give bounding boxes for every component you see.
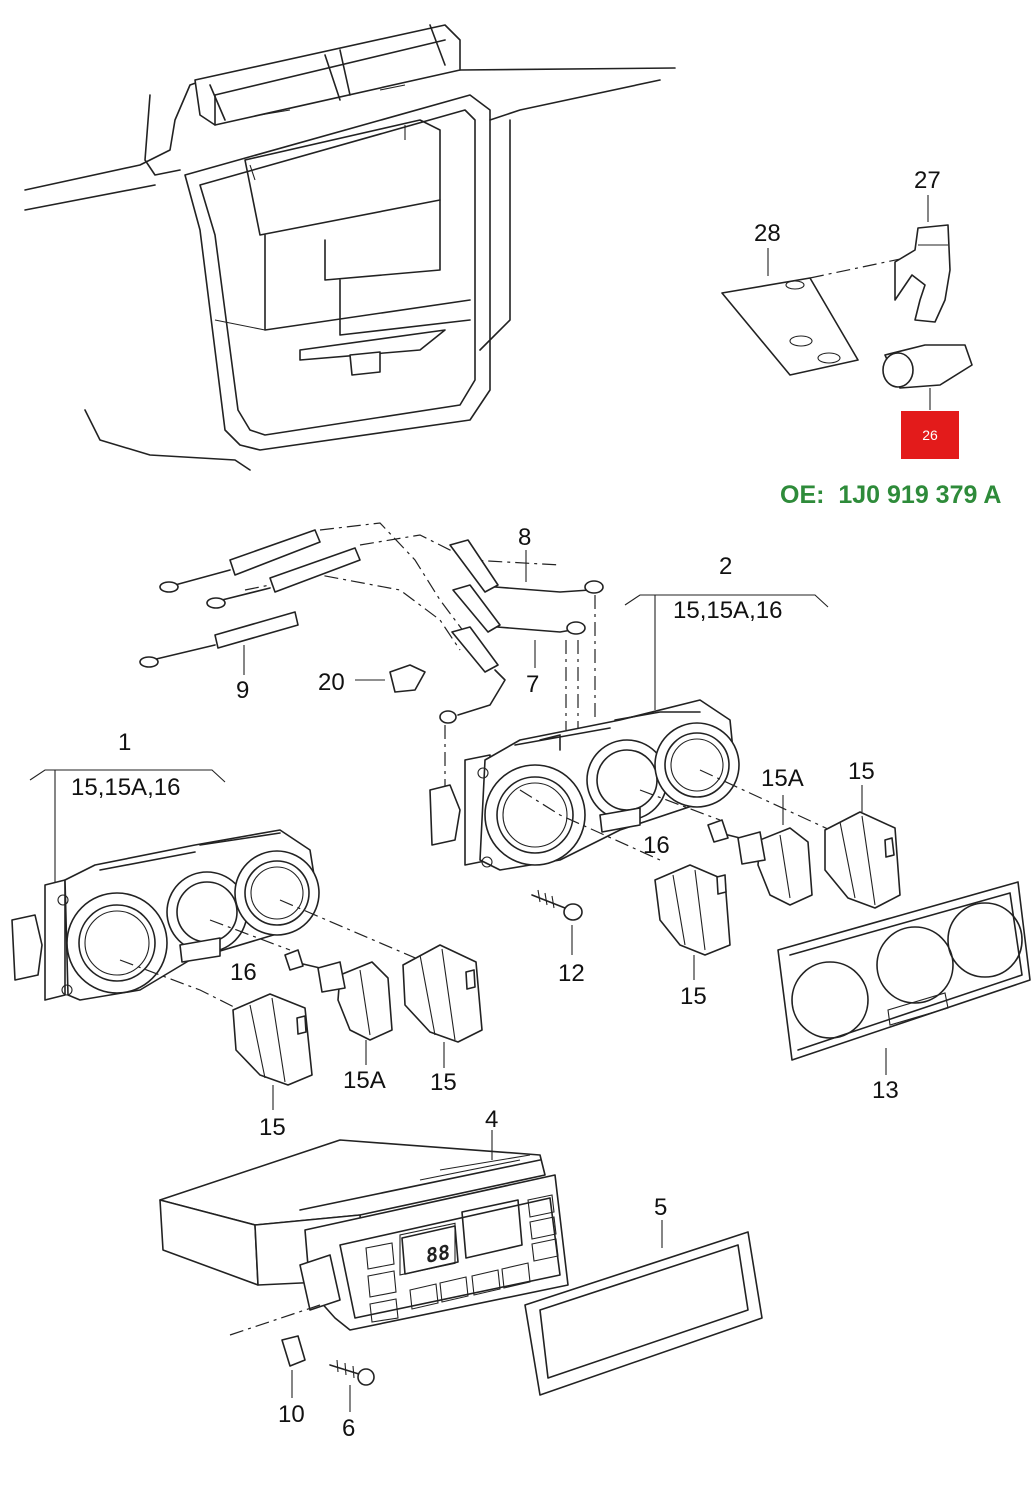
knob-15-right-upper	[824, 785, 901, 909]
callout-15-left-lower: 15	[259, 1114, 286, 1141]
control-panel-2	[429, 594, 831, 871]
callout-16-right: 16	[643, 832, 670, 859]
control-cables	[139, 522, 604, 790]
screw-12	[531, 889, 583, 955]
mounting-bracket-28	[721, 248, 906, 376]
trim-plate-13	[777, 881, 1031, 1075]
oe-part-number: OE: 1J0 919 379 A	[780, 481, 1001, 510]
part-callouts: 27 28 8 2 15,15A,16 9 20 7 1 15,15A,16 1…	[71, 167, 941, 1442]
control-panel-1	[11, 769, 421, 1011]
bulb-holder-27	[894, 195, 951, 323]
callout-12: 12	[558, 960, 585, 987]
screw-6	[329, 1359, 375, 1412]
callout-20: 20	[318, 669, 345, 696]
callout-4: 4	[485, 1106, 498, 1133]
callout-2: 2	[719, 553, 732, 580]
frame-5	[524, 1220, 763, 1396]
knob-15A-right	[707, 795, 813, 906]
switch-bulb-26	[882, 344, 973, 410]
callout-7: 7	[526, 671, 539, 698]
callout-27: 27	[914, 167, 941, 194]
knob-15-left-lower	[232, 993, 313, 1110]
callout-6: 6	[342, 1415, 355, 1442]
callout-15A-right: 15A	[761, 765, 804, 792]
callout-15A-left: 15A	[343, 1067, 386, 1094]
callout-13: 13	[872, 1077, 899, 1104]
clip-10	[229, 1304, 321, 1398]
control-unit-4: 88	[159, 1130, 569, 1331]
knob-15A-left	[284, 949, 393, 1065]
callout-1-sub: 15,15A,16	[71, 774, 180, 801]
highlighted-part-26-marker: 26	[901, 411, 959, 459]
callout-2-sub: 15,15A,16	[673, 597, 782, 624]
callout-8: 8	[518, 524, 531, 551]
callout-15-right: 15	[848, 758, 875, 785]
callout-15-right-lower: 15	[680, 983, 707, 1010]
svg-text:88: 88	[426, 1240, 450, 1268]
knob-15-left-upper	[402, 944, 483, 1068]
callout-15-left-mid: 15	[430, 1069, 457, 1096]
highlighted-part-26-label: 26	[922, 427, 938, 443]
callout-1: 1	[118, 729, 131, 756]
callout-28: 28	[754, 220, 781, 247]
oe-prefix: OE:	[780, 481, 825, 509]
callout-5: 5	[654, 1194, 667, 1221]
knob-15-right-lower	[654, 864, 731, 980]
callout-10: 10	[278, 1401, 305, 1428]
dashboard-fascia	[24, 24, 676, 471]
oe-number: 1J0 919 379 A	[838, 481, 1002, 509]
callout-16-left: 16	[230, 959, 257, 986]
callout-9: 9	[236, 677, 249, 704]
